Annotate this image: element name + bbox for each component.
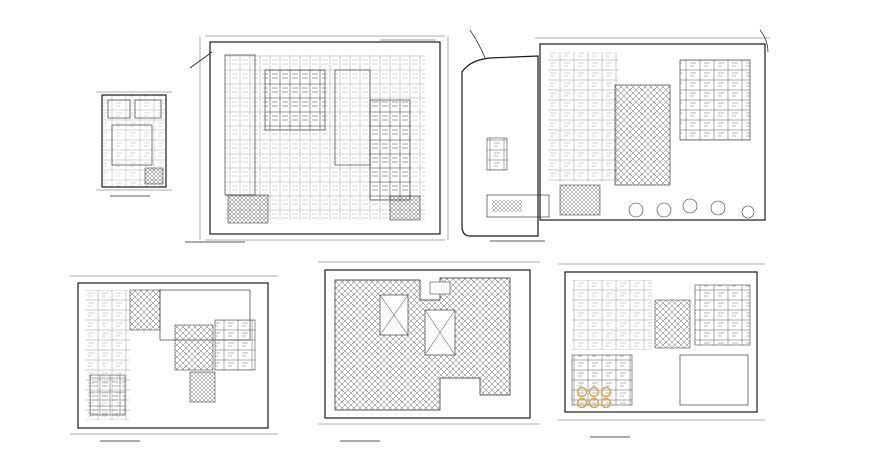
floor-plan-small xyxy=(96,91,172,197)
floor-plan-upper xyxy=(558,263,765,438)
highlighted-tables xyxy=(576,386,612,409)
site-plan xyxy=(461,29,770,242)
roof-plan xyxy=(318,261,540,442)
floor-plan-ground xyxy=(70,275,278,442)
floor-plan-parking xyxy=(185,35,449,243)
